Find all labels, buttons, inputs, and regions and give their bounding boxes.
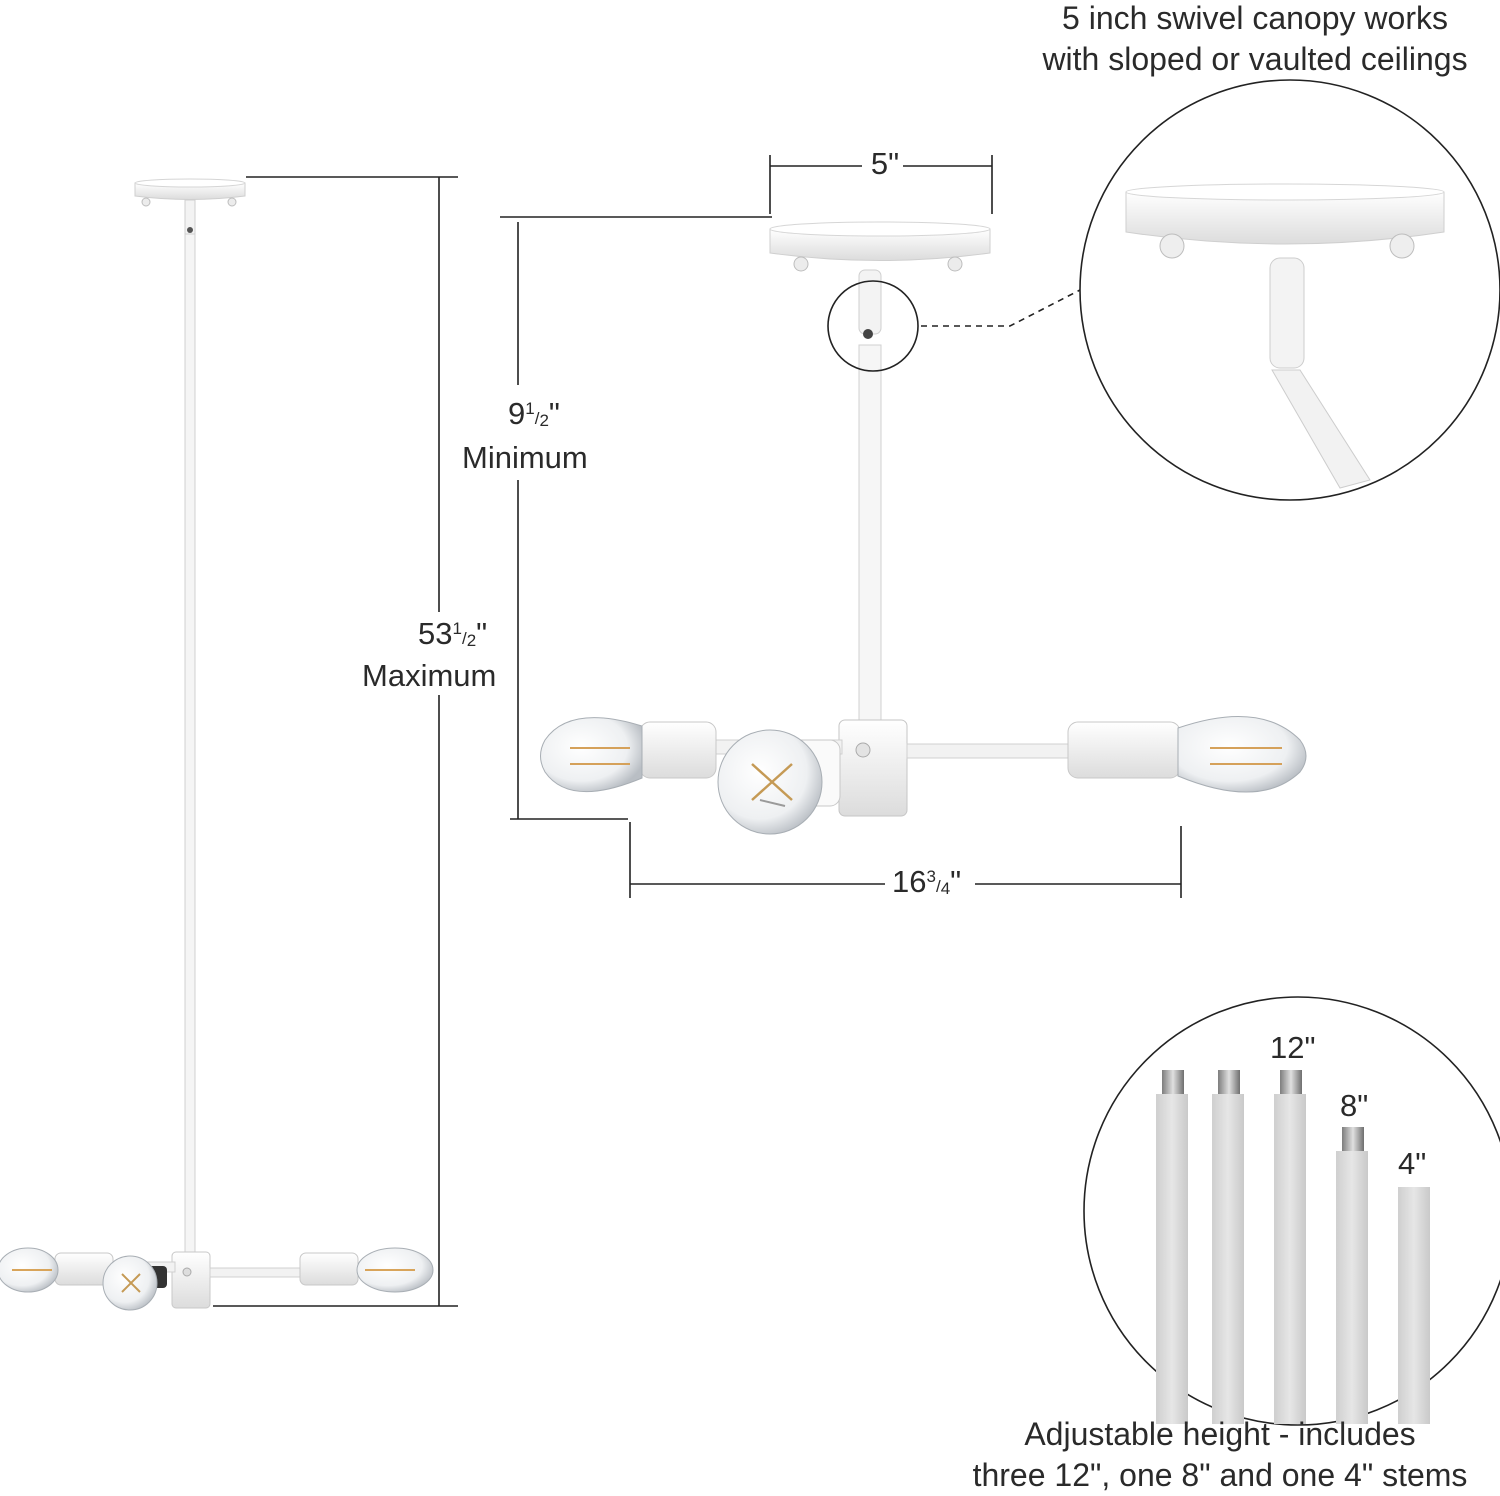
min-height-mark: " [548, 396, 560, 431]
min-label: Minimum [462, 440, 588, 475]
max-height-mark: " [476, 616, 488, 651]
span-whole: 16 [892, 864, 927, 899]
canopy-title-line2: with sloped or vaulted ceilings [1042, 40, 1468, 77]
max-height-num: 1 [452, 619, 462, 638]
canopy-detail [1079, 79, 1500, 501]
min-height-dimension-lines [500, 155, 1182, 898]
max-height-fixture [0, 178, 434, 1311]
max-label: Maximum [362, 658, 497, 693]
max-height-den: 2 [466, 631, 477, 650]
stem-8-label: 8" [1340, 1088, 1369, 1123]
min-height-value: 91/2" [508, 396, 560, 431]
min-height-den: 2 [539, 411, 549, 430]
stem-4-label: 4" [1398, 1146, 1427, 1181]
canopy-width-label: 5" [870, 146, 900, 181]
stems-caption-line2: three 12", one 8" and one 4" stems [972, 1456, 1468, 1493]
span-num: 3 [926, 867, 936, 886]
stems-caption-line1: Adjustable height - includes [1024, 1416, 1416, 1452]
min-height-fixture [540, 221, 1307, 835]
canopy-title-line1: 5 inch swivel canopy works [1062, 0, 1448, 36]
max-height-whole: 53 [418, 616, 453, 651]
min-height-whole: 9 [508, 396, 526, 431]
min-height-num: 1 [525, 399, 535, 418]
canopy-title: 5 inch swivel canopy works with sloped o… [1010, 0, 1500, 78]
span-value: 163/4" [892, 864, 962, 899]
stem-12-label: 12" [1270, 1030, 1316, 1065]
stems-detail [1083, 996, 1500, 1426]
span-mark: " [950, 864, 962, 899]
span-den: 4 [940, 879, 951, 898]
max-height-value: 531/2" [418, 616, 488, 651]
max-height-dimension-lines [213, 176, 458, 1307]
stems-caption: Adjustable height - includes three 12", … [940, 1416, 1500, 1494]
